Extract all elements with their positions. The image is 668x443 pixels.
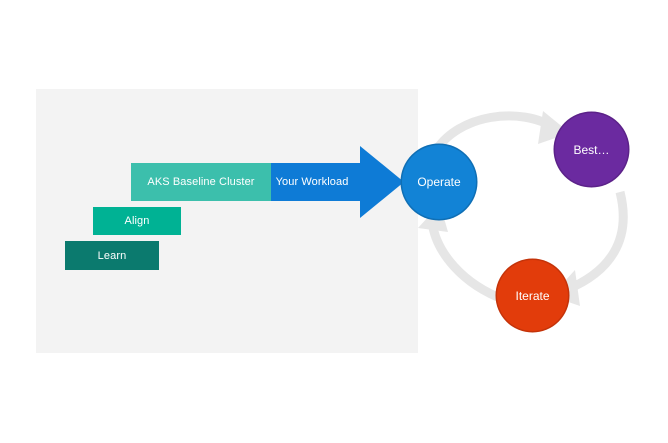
cycle-node-operate[interactable]: Operate [402, 145, 476, 219]
arrow-operate-to-best [431, 111, 570, 155]
cycle-label-best: Best… [573, 142, 610, 157]
cycle-label-operate: Operate [417, 175, 461, 189]
stage-label-your-workload: Your Workload [275, 176, 349, 188]
stage-box-aks-baseline-cluster[interactable]: AKS Baseline Cluster [131, 163, 271, 201]
progress-arrow-icon [340, 146, 404, 218]
stage-label-align: Align [124, 215, 150, 227]
stage-label-aks-baseline-cluster: AKS Baseline Cluster [147, 176, 255, 188]
stage-box-learn[interactable]: Learn [65, 241, 159, 270]
arrow-iterate-to-operate [418, 204, 507, 305]
cycle-label-iterate: Iterate [515, 288, 550, 303]
cycle-node-iterate[interactable]: Iterate [497, 260, 568, 331]
stage-box-align[interactable]: Align [93, 207, 181, 235]
stage-label-learn: Learn [97, 249, 127, 262]
stage-box-your-workload[interactable]: Your Workload [271, 163, 353, 201]
cycle-node-best[interactable]: Best… [555, 113, 628, 186]
